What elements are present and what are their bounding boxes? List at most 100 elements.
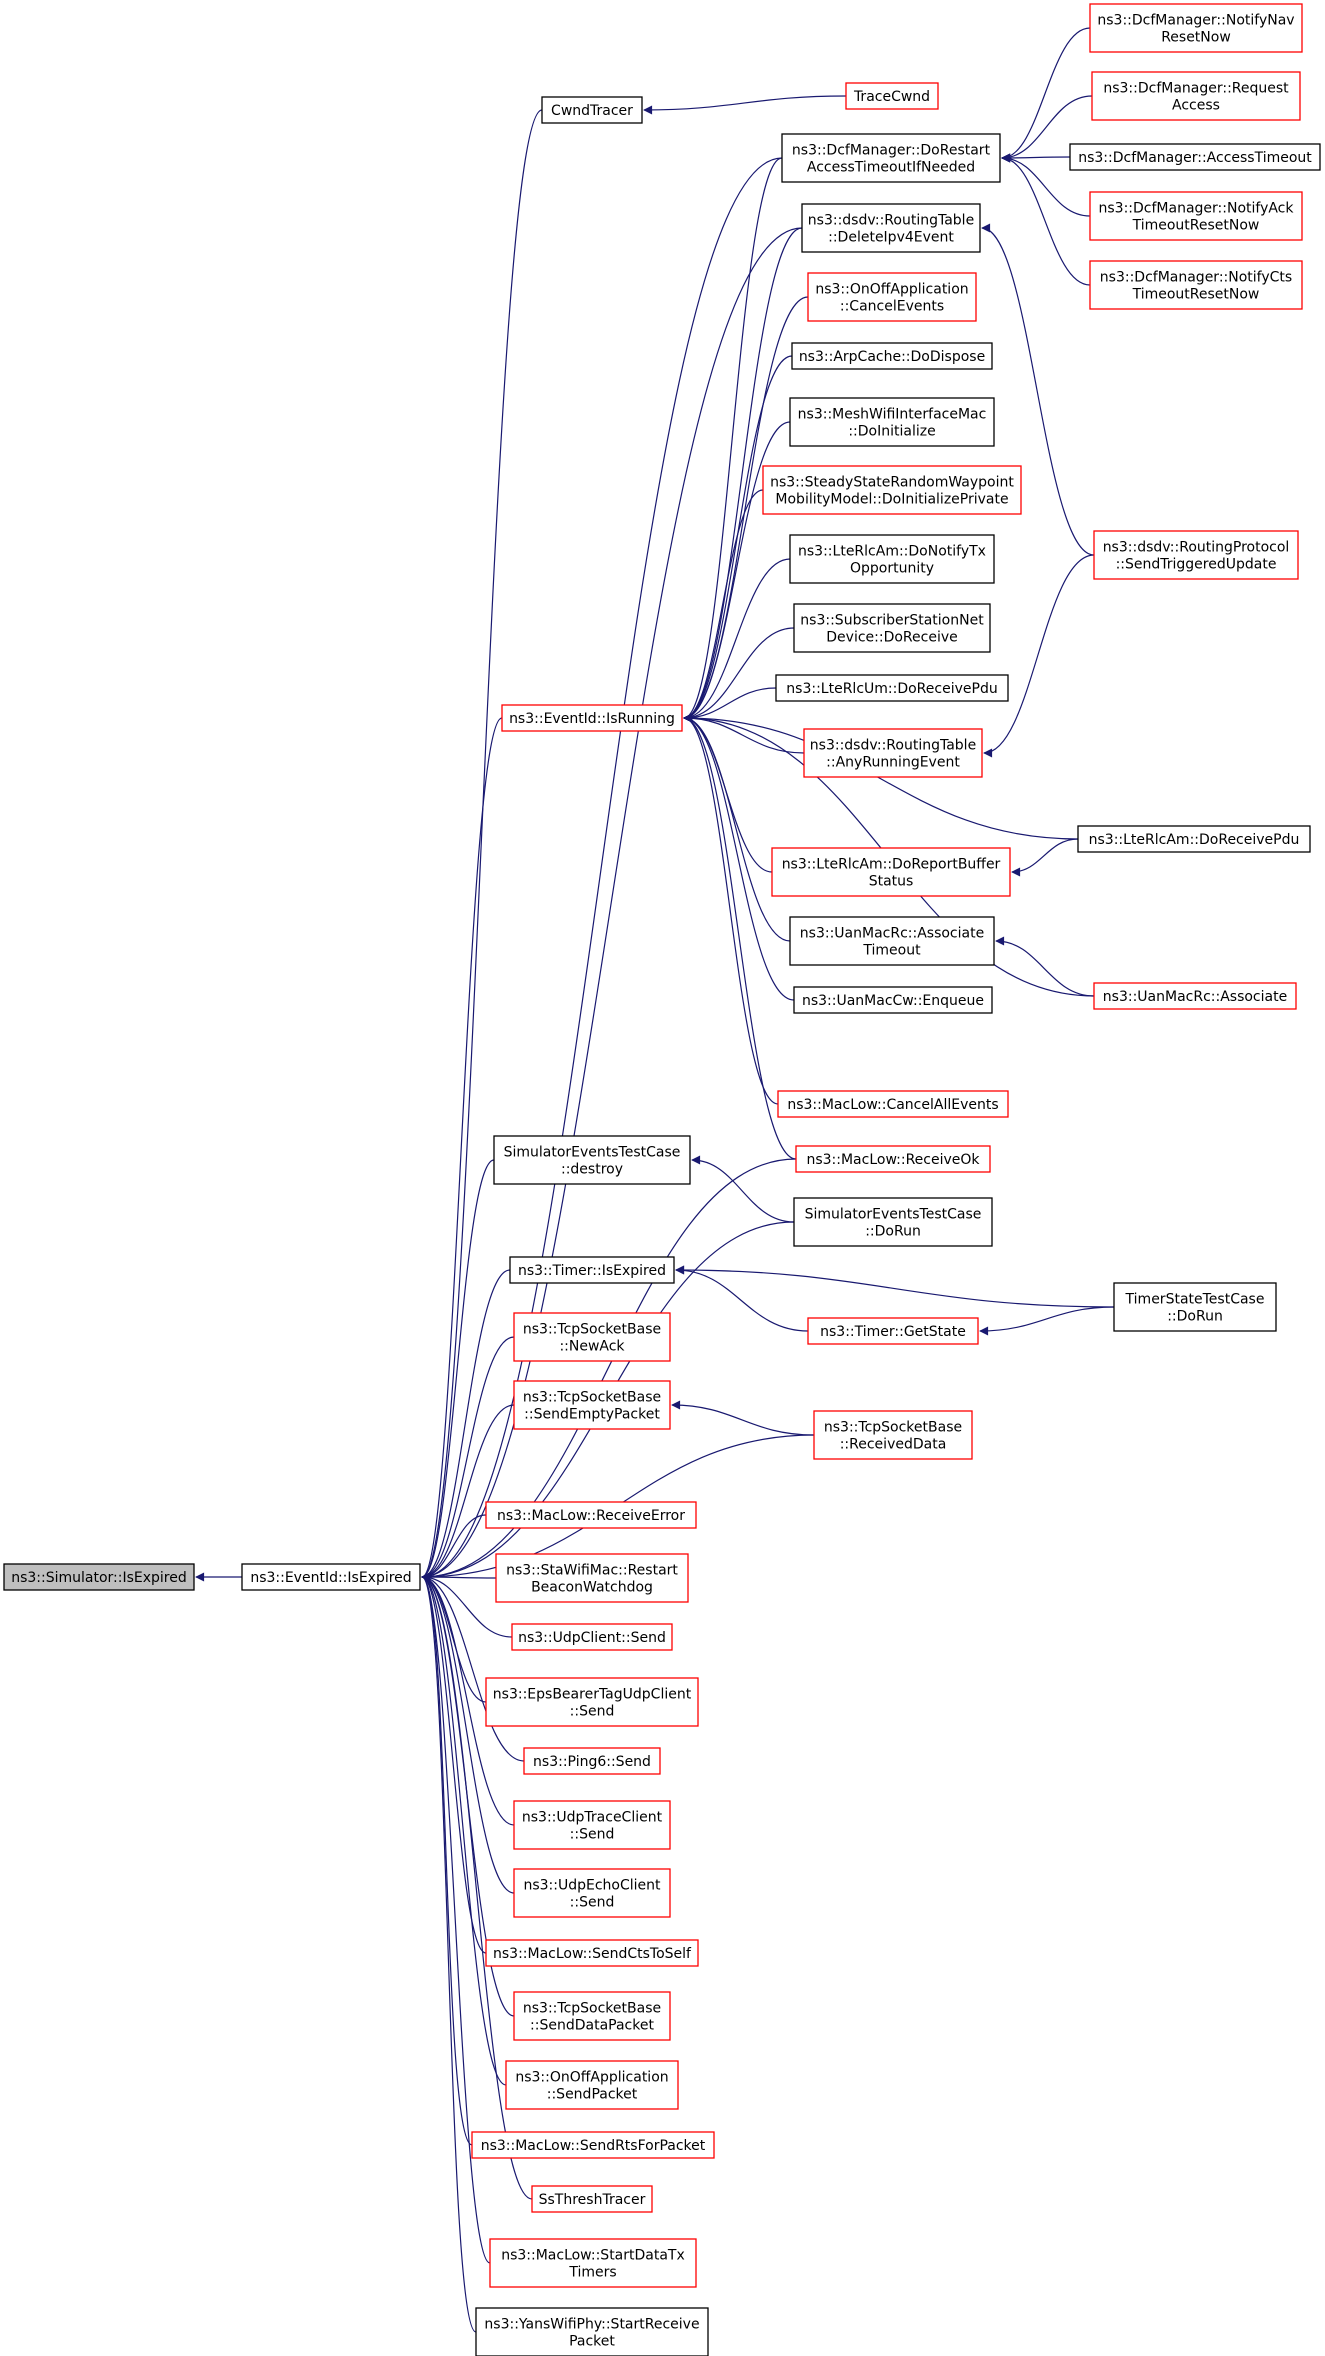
node-rlcum[interactable]: ns3::LteRlcUm::DoReceivePdu — [775, 674, 1009, 702]
node-box — [513, 1380, 671, 1430]
node-uanassoc[interactable]: ns3::UanMacRc::Associate — [1093, 982, 1297, 1010]
node-label: ns3::MacLow::SendRtsForPacket — [481, 2138, 706, 2154]
node-tcpsenddata[interactable]: ns3::TcpSocketBase::SendDataPacket — [513, 1991, 671, 2041]
node-tracecwnd[interactable]: TraceCwnd — [845, 82, 939, 110]
node-delipv4[interactable]: ns3::dsdv::RoutingTable::DeleteIpv4Event — [801, 203, 981, 253]
edge-n_rlcambuf-to-n_isrun — [683, 713, 773, 873]
node-label: Packet — [569, 2334, 615, 2350]
node-timerstatedorun[interactable]: TimerStateTestCase::DoRun — [1113, 1282, 1277, 1332]
edge-n_delipv4-to-n_isrun — [683, 227, 803, 723]
node-label: ns3::LteRlcAm::DoNotifyTx — [798, 544, 986, 560]
edge-n_macrecvok-to-n_isrun — [683, 713, 797, 1160]
node-ackreset[interactable]: ns3::DcfManager::NotifyAckTimeoutResetNo… — [1089, 191, 1303, 241]
node-label: ns3::OnOffApplication — [815, 282, 968, 298]
node-epsbearer[interactable]: ns3::EpsBearerTagUdpClient::Send — [485, 1677, 699, 1727]
node-simdestroy[interactable]: SimulatorEventsTestCase::destroy — [493, 1135, 691, 1185]
node-box — [531, 2185, 653, 2213]
node-label: ns3::MacLow::ReceiveError — [497, 1508, 685, 1524]
edge-n_delipv4-to-n_evexp — [421, 227, 803, 1582]
node-evexp[interactable]: ns3::EventId::IsExpired — [241, 1563, 421, 1591]
node-label: ns3::LteRlcAm::DoReportBuffer — [782, 857, 1001, 873]
edge-n_stawifi-to-n_evexp — [421, 1572, 497, 1582]
node-box — [513, 1312, 671, 1362]
node-label: TimeoutResetNow — [1132, 218, 1260, 234]
node-box — [793, 1197, 993, 1247]
node-label: ::ReceivedData — [840, 1437, 947, 1453]
node-label: ::NewAck — [559, 1339, 625, 1355]
node-dcfrestart[interactable]: ns3::DcfManager::DoRestartAccessTimeoutI… — [781, 133, 1001, 183]
node-box — [485, 1501, 697, 1529]
node-box — [791, 342, 993, 370]
node-tcpsendempty[interactable]: ns3::TcpSocketBase::SendEmptyPacket — [513, 1380, 671, 1430]
edge-n_subscr-to-n_isrun — [683, 627, 795, 723]
node-arpdispose[interactable]: ns3::ArpCache::DoDispose — [791, 342, 993, 370]
node-acctimeout[interactable]: ns3::DcfManager::AccessTimeout — [1069, 143, 1321, 171]
node-box — [485, 1677, 699, 1727]
node-maccancel[interactable]: ns3::MacLow::CancelAllEvents — [777, 1090, 1009, 1118]
node-onoffcancel[interactable]: ns3::OnOffApplication::CancelEvents — [807, 272, 977, 322]
node-isrun[interactable]: ns3::EventId::IsRunning — [501, 704, 683, 732]
node-anyrun[interactable]: ns3::dsdv::RoutingTable::AnyRunningEvent — [803, 728, 983, 778]
node-label: ns3::Timer::IsExpired — [518, 1263, 666, 1279]
node-macrecverr[interactable]: ns3::MacLow::ReceiveError — [485, 1501, 697, 1529]
edge-n_maccancel-to-n_isrun — [683, 713, 779, 1105]
node-uanenq[interactable]: ns3::UanMacCw::Enqueue — [793, 986, 993, 1014]
node-label: SimulatorEventsTestCase — [504, 1145, 681, 1161]
node-rlcamrecv[interactable]: ns3::LteRlcAm::DoReceivePdu — [1077, 825, 1311, 853]
edge-n_timergetstate-to-n_timerexp — [675, 1265, 809, 1332]
node-steady[interactable]: ns3::SteadyStateRandomWaypointMobilityMo… — [762, 465, 1022, 515]
node-ssthresh[interactable]: SsThreshTracer — [531, 2185, 653, 2213]
node-onoffsend[interactable]: ns3::OnOffApplication::SendPacket — [505, 2060, 679, 2110]
node-label: ns3::EventId::IsRunning — [509, 711, 675, 727]
node-udpclient[interactable]: ns3::UdpClient::Send — [511, 1623, 673, 1651]
node-label: ::DoRun — [865, 1224, 921, 1240]
node-udptrace[interactable]: ns3::UdpTraceClient::Send — [513, 1800, 671, 1850]
node-ctsreset[interactable]: ns3::DcfManager::NotifyCtsTimeoutResetNo… — [1089, 260, 1303, 310]
node-cwndtr[interactable]: CwndTracer — [541, 96, 643, 124]
node-simdorun[interactable]: SimulatorEventsTestCase::DoRun — [793, 1197, 993, 1247]
node-label: ResetNow — [1161, 30, 1231, 46]
node-label: TraceCwnd — [853, 89, 930, 105]
node-tcprecvdata[interactable]: ns3::TcpSocketBase::ReceivedData — [813, 1410, 973, 1460]
node-label: ::DoRun — [1167, 1309, 1223, 1325]
edge-n_ackreset-to-n_dcfrestart — [1001, 153, 1091, 217]
node-label: ::SendPacket — [547, 2087, 638, 2103]
node-label: Timeout — [862, 943, 921, 959]
node-label: TimerStateTestCase — [1125, 1292, 1265, 1308]
edge-n_tcprecvdata-to-n_tcpsendempty — [671, 1400, 815, 1436]
node-timerexp[interactable]: ns3::Timer::IsExpired — [509, 1256, 675, 1284]
node-label: ::AnyRunningEvent — [826, 755, 960, 771]
node-box — [501, 704, 683, 732]
edge-n_rlcum-to-n_isrun — [683, 687, 777, 723]
edge-n_ssthresh-to-n_evexp — [421, 1572, 533, 2200]
node-simexp: ns3::Simulator::IsExpired — [3, 1563, 195, 1591]
node-macrecvok[interactable]: ns3::MacLow::ReceiveOk — [795, 1145, 991, 1173]
node-timergetstate[interactable]: ns3::Timer::GetState — [807, 1317, 979, 1345]
node-sendtrig[interactable]: ns3::dsdv::RoutingProtocol::SendTriggere… — [1093, 530, 1299, 580]
node-udpecho[interactable]: ns3::UdpEchoClient::Send — [513, 1868, 671, 1918]
node-subscr[interactable]: ns3::SubscriberStationNetDevice::DoRecei… — [793, 603, 991, 653]
node-label: Opportunity — [850, 561, 934, 577]
node-box — [801, 203, 981, 253]
node-ping6[interactable]: ns3::Ping6::Send — [523, 1747, 661, 1775]
node-label: ::DeleteIpv4Event — [828, 230, 954, 246]
node-sendrts[interactable]: ns3::MacLow::SendRtsForPacket — [471, 2131, 715, 2159]
node-label: ns3::UdpEchoClient — [523, 1878, 661, 1894]
node-tcpnewack[interactable]: ns3::TcpSocketBase::NewAck — [513, 1312, 671, 1362]
node-label: ns3::Timer::GetState — [820, 1324, 966, 1340]
node-box — [1089, 260, 1303, 310]
node-label: ns3::MacLow::ReceiveOk — [806, 1152, 980, 1168]
node-meshinit[interactable]: ns3::MeshWifiInterfaceMac::DoInitialize — [789, 397, 995, 447]
node-label: Timers — [568, 2265, 616, 2281]
edge-n_tcpnewack-to-n_evexp — [421, 1336, 515, 1582]
node-label: ::Send — [570, 1704, 615, 1720]
node-sendcts[interactable]: ns3::MacLow::SendCtsToSelf — [485, 1939, 699, 1967]
